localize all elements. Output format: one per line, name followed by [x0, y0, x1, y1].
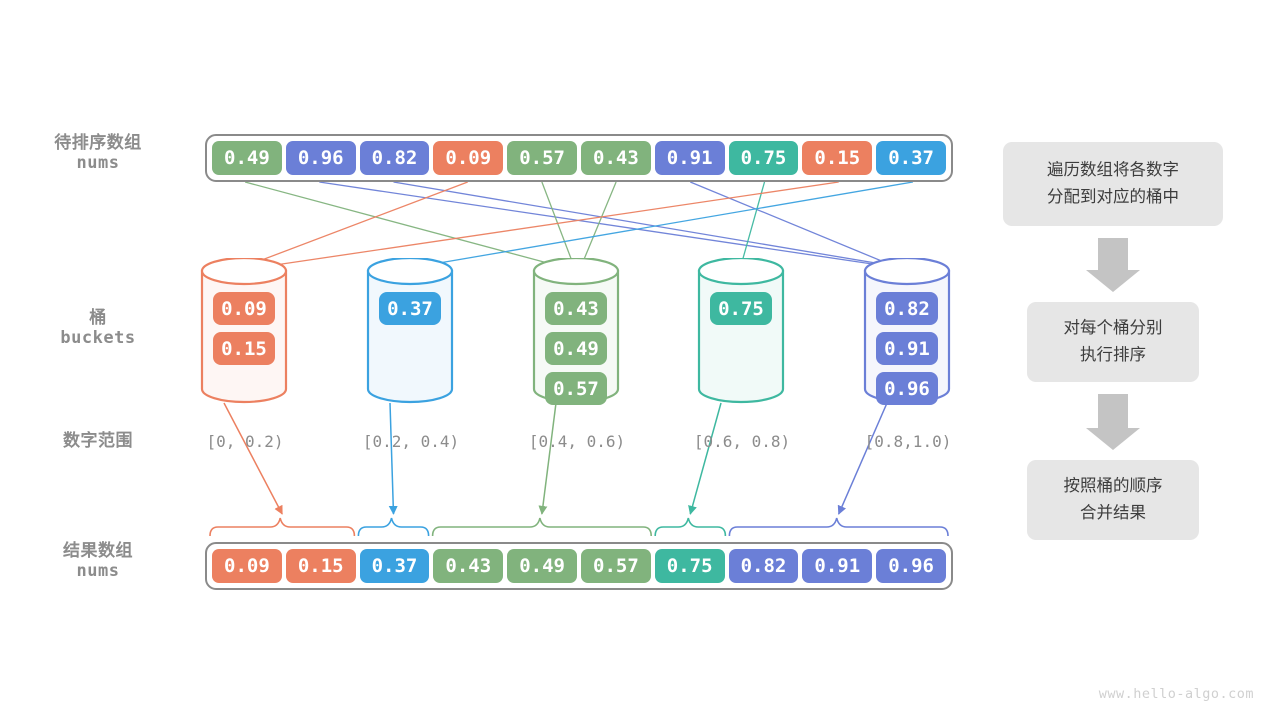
step-2-line-1: 对每个桶分别 — [1063, 318, 1163, 337]
label-buckets-cn: 桶 — [89, 308, 107, 327]
bucket-range-label: [0, 0.2) — [206, 432, 284, 451]
label-result-array-mono: nums — [76, 561, 120, 582]
bucket-item: 0.15 — [213, 332, 275, 365]
step-1-line-1: 遍历数组将各数字 — [1047, 160, 1179, 179]
bucket-item: 0.57 — [545, 372, 607, 405]
bucket-4-items: 0.75 — [697, 292, 785, 325]
step-arrow-down-icon — [1086, 238, 1140, 292]
result-array-cell: 0.43 — [433, 549, 504, 583]
bucket-1-items: 0.09 0.15 — [200, 292, 288, 365]
bucket-2: 0.37 — [366, 258, 454, 404]
bucket-3: 0.43 0.49 0.57 — [532, 258, 620, 405]
label-number-range: 数字范围 — [18, 430, 178, 451]
label-buckets-mono: buckets — [60, 328, 136, 349]
label-input-array-mono: nums — [76, 153, 120, 174]
label-input-array: 待排序数组 nums — [18, 132, 178, 175]
bucket-1: 0.09 0.15 — [200, 258, 288, 404]
step-box-2: 对每个桶分别 执行排序 — [1027, 302, 1199, 382]
input-array-cell: 0.82 — [359, 141, 430, 175]
result-array-cell: 0.49 — [507, 549, 577, 583]
step-3-line-2: 合并结果 — [1080, 504, 1146, 522]
input-array-cell: 0.57 — [507, 141, 577, 175]
bucket-item: 0.37 — [379, 292, 441, 325]
input-array-cell: 0.75 — [728, 141, 799, 175]
bucket-range-label: [0.2, 0.4) — [362, 432, 460, 451]
step-box-3: 按照桶的顺序 合并结果 — [1027, 460, 1199, 540]
label-buckets: 桶 buckets — [18, 307, 178, 350]
bucket-4: 0.75 — [697, 258, 785, 404]
step-box-1: 遍历数组将各数字 分配到对应的桶中 — [1003, 142, 1223, 226]
bucket-item: 0.09 — [213, 292, 275, 325]
result-array-cell: 0.75 — [654, 549, 725, 583]
step-1-line-2: 分配到对应的桶中 — [1047, 188, 1179, 206]
input-array-cell: 0.43 — [580, 141, 651, 175]
bucket-5: 0.82 0.91 0.96 — [863, 258, 951, 405]
result-array-cell: 0.15 — [285, 549, 356, 583]
bucket-3-items: 0.43 0.49 0.57 — [532, 292, 620, 405]
bucket-2-items: 0.37 — [366, 292, 454, 325]
watermark: www.hello-algo.com — [1098, 686, 1254, 702]
bucket-item: 0.49 — [545, 332, 607, 365]
bucket-range-label: [0.6, 0.8) — [693, 432, 791, 451]
bucket-item: 0.82 — [876, 292, 938, 325]
result-array-cell: 0.09 — [212, 549, 282, 583]
bucket-item: 0.91 — [876, 332, 938, 365]
label-result-array: 结果数组 nums — [18, 540, 178, 583]
bucket-item: 0.96 — [876, 372, 938, 405]
result-array-cell: 0.37 — [359, 549, 430, 583]
step-arrow-down-icon — [1086, 394, 1140, 450]
input-array-cell: 0.15 — [802, 141, 873, 175]
bucket-item: 0.43 — [545, 292, 607, 325]
input-array-cell: 0.37 — [876, 141, 946, 175]
input-array-cell: 0.96 — [285, 141, 356, 175]
result-array-cell: 0.82 — [728, 549, 799, 583]
label-number-range-cn: 数字范围 — [63, 431, 133, 450]
input-array-cell: 0.09 — [433, 141, 504, 175]
bucket-5-items: 0.82 0.91 0.96 — [863, 292, 951, 405]
input-array-cell: 0.49 — [212, 141, 282, 175]
input-array-cell: 0.91 — [654, 141, 725, 175]
result-array-cell: 0.57 — [580, 549, 651, 583]
result-array-cell: 0.91 — [802, 549, 873, 583]
step-3-line-1: 按照桶的顺序 — [1063, 476, 1163, 495]
bucket-range-label: [0.4, 0.6) — [528, 432, 626, 451]
bucket-range-label: [0.8,1.0) — [864, 432, 952, 451]
label-input-array-cn: 待排序数组 — [54, 133, 142, 152]
bucket-item: 0.75 — [710, 292, 772, 325]
label-result-array-cn: 结果数组 — [63, 541, 133, 560]
result-array-cell: 0.96 — [876, 549, 946, 583]
step-2-line-2: 执行排序 — [1080, 346, 1146, 364]
